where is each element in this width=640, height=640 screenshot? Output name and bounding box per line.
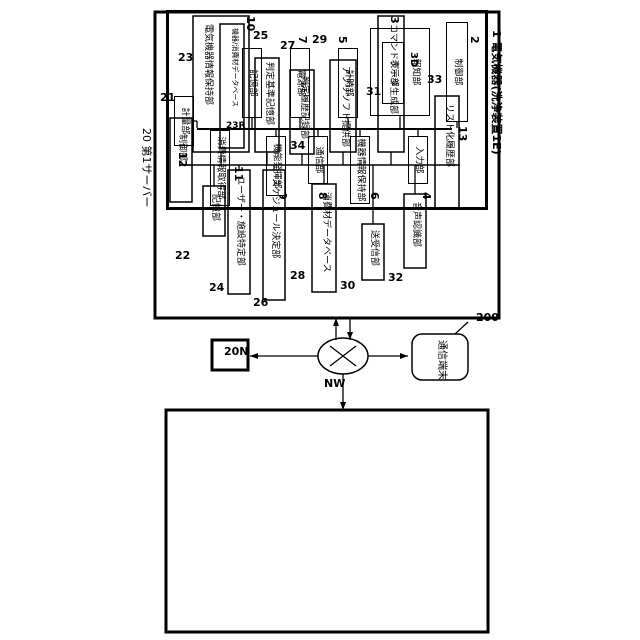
server-schedule-label: スケジュール決定部: [270, 178, 279, 258]
server-title: 20 第1サーバー: [141, 128, 152, 207]
terminal-num: 200: [476, 312, 499, 323]
server-voice-label: 音声認識部: [411, 202, 420, 247]
server-transceiver-num: 30: [340, 280, 355, 291]
terminal-label: 通信端末: [436, 340, 446, 380]
server-control-label: 制御部: [177, 134, 186, 161]
server-storage-label: 記憶部: [210, 194, 219, 221]
server-device-db-label: 機器/消費材データベース: [231, 28, 238, 107]
server-consumable-num: 28: [290, 270, 305, 281]
server-consumable-label: 消費材データベース: [321, 192, 330, 273]
other-server-label: 20N: [224, 346, 249, 357]
server-history-num: 27: [280, 40, 295, 51]
server-user-label: ユーザー・施設特定部: [235, 176, 244, 266]
server-list-label: リスト化履歴部: [444, 104, 453, 167]
server-history-label: 判定履歴記録部: [299, 76, 308, 139]
server-transceiver-label: 送受信部: [369, 230, 378, 266]
server-device-info-num: 23: [178, 52, 193, 63]
server-command-num: 31: [366, 86, 381, 97]
server-app-num: 29: [312, 34, 327, 45]
server-command-label: コマンドデータ生成部: [388, 24, 397, 114]
server-device-info-label: 電気機器情報保持部: [203, 24, 212, 105]
server-criteria-label: 判定基準記憶部: [264, 62, 273, 125]
server-list-num: 33: [427, 74, 442, 85]
network-label: NW: [324, 378, 345, 389]
server-schedule-num: 26: [253, 297, 268, 308]
server-storage-num: 22: [175, 250, 190, 261]
server-criteria-num: 25: [253, 30, 268, 41]
server-bus-num: 34: [290, 140, 305, 151]
server-device-info-box: [193, 16, 249, 152]
server-device-db-num: 23R: [226, 122, 245, 131]
server-user-num: 24: [209, 282, 224, 293]
server-app-label: アプリソフト提供部: [340, 66, 349, 147]
server-voice-num: 32: [388, 272, 403, 283]
server-control-num: 21: [160, 92, 175, 103]
device-frame-screen: [166, 410, 488, 632]
